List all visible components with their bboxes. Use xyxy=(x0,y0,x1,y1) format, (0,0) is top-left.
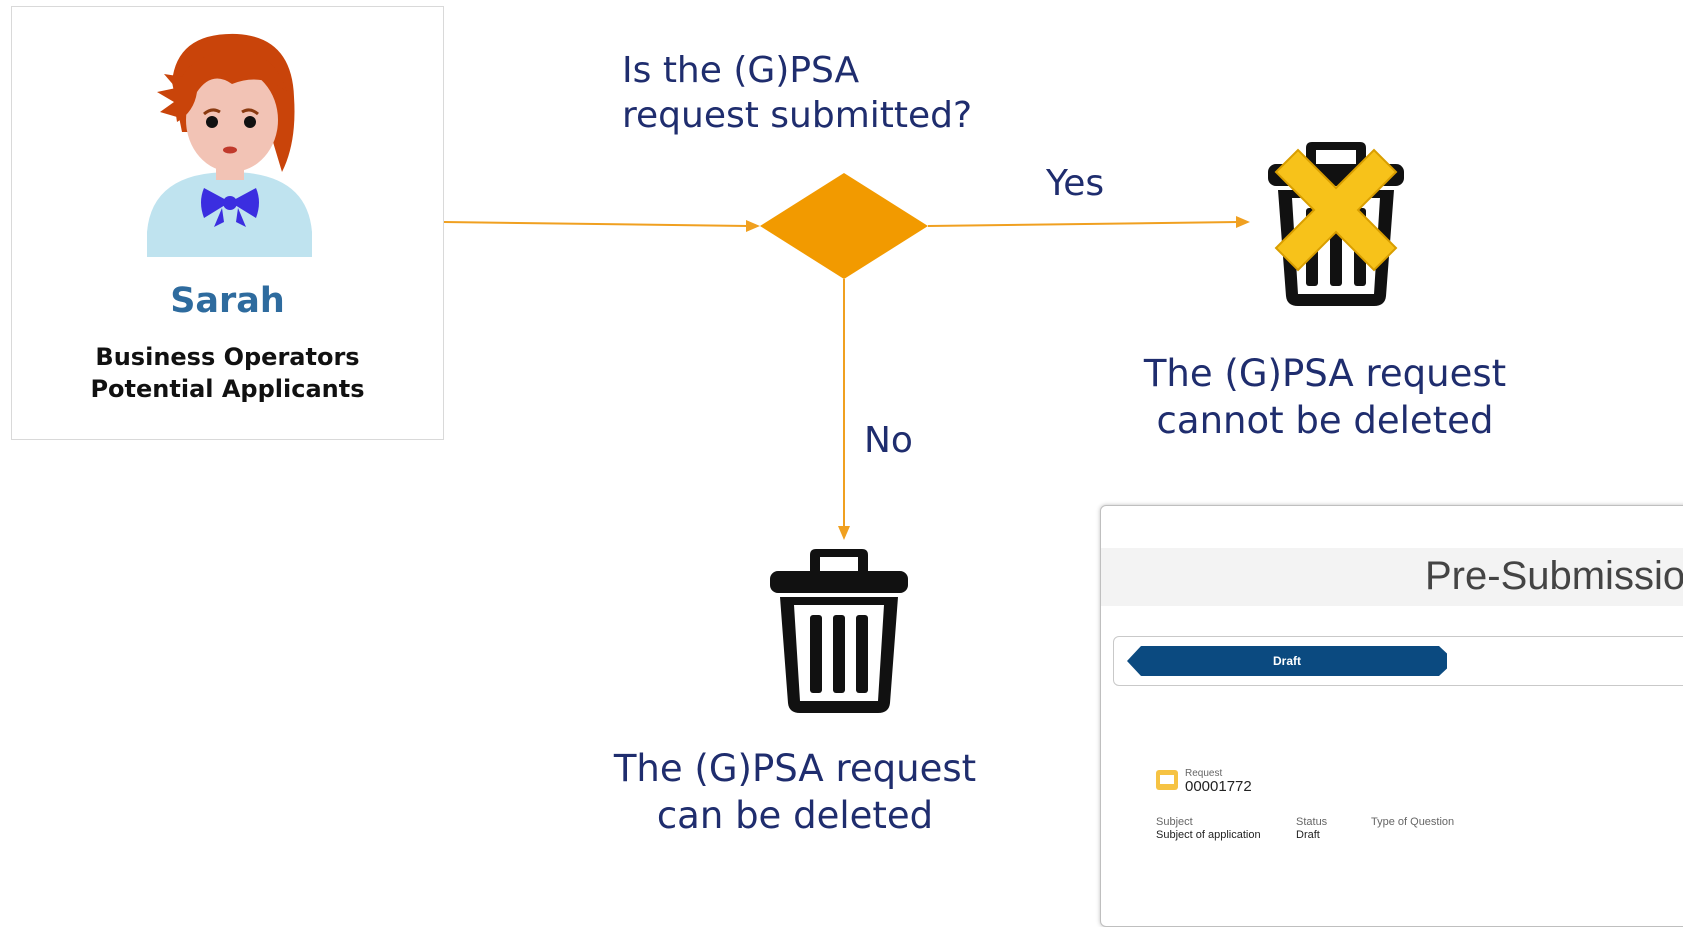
persona-face xyxy=(186,68,278,172)
status-path: Draft xyxy=(1113,636,1683,686)
type-of-question-label: Type of Question xyxy=(1371,816,1455,828)
persona-eye-right xyxy=(244,116,256,128)
persona-hair-front xyxy=(175,50,287,122)
persona-role-line1: Business Operators xyxy=(95,343,360,371)
persona-name: Sarah xyxy=(170,281,285,321)
persona-card: Sarah Business Operators Potential Appli… xyxy=(11,6,444,440)
decision-question-line2: request submitted? xyxy=(622,95,973,136)
trash-crossed-icon xyxy=(1268,142,1404,306)
persona-mouth xyxy=(223,146,237,154)
path-step-draft[interactable]: Draft xyxy=(1127,646,1447,676)
cross-icon xyxy=(1274,148,1398,272)
persona-role-line2: Potential Applicants xyxy=(90,375,365,403)
screenshot-header-band xyxy=(1101,548,1683,606)
outcome-can-delete-line1: The (G)PSA request xyxy=(613,747,977,790)
decision-diamond xyxy=(760,173,928,279)
trash-icon xyxy=(770,549,908,713)
decision-question: Is the (G)PSA request submitted? xyxy=(622,48,972,138)
outcome-cannot-delete: The (G)PSA request cannot be deleted xyxy=(1110,350,1540,444)
request-label: Request xyxy=(1185,768,1223,779)
status-value: Draft xyxy=(1296,829,1320,841)
subject-label: Subject xyxy=(1156,816,1193,828)
outcome-cannot-delete-line1: The (G)PSA request xyxy=(1143,352,1507,395)
screenshot-title: Pre-Submission xyxy=(1425,554,1683,598)
arrow-persona-to-decision xyxy=(443,221,749,227)
request-number: 00001772 xyxy=(1185,778,1252,795)
subject-value: Subject of application xyxy=(1156,829,1261,841)
yes-label: Yes xyxy=(1046,163,1105,204)
persona-shirt xyxy=(147,172,312,257)
outcome-can-delete-line2: can be deleted xyxy=(656,794,934,837)
outcome-can-delete: The (G)PSA request can be deleted xyxy=(555,745,1035,839)
persona-avatar xyxy=(147,33,312,257)
app-screenshot: Pre-Submission Draft Request 00001772 Su… xyxy=(1100,505,1683,927)
outcome-cannot-delete-line2: cannot be deleted xyxy=(1156,399,1494,442)
request-icon xyxy=(1156,770,1178,790)
persona-bowtie xyxy=(201,188,259,218)
persona-eye-left xyxy=(206,116,218,128)
flow-connectors xyxy=(443,173,1250,540)
decision-question-line1: Is the (G)PSA xyxy=(622,50,860,91)
no-label: No xyxy=(864,420,913,461)
arrow-decision-to-yes xyxy=(927,221,1239,227)
status-label: Status xyxy=(1296,816,1328,828)
